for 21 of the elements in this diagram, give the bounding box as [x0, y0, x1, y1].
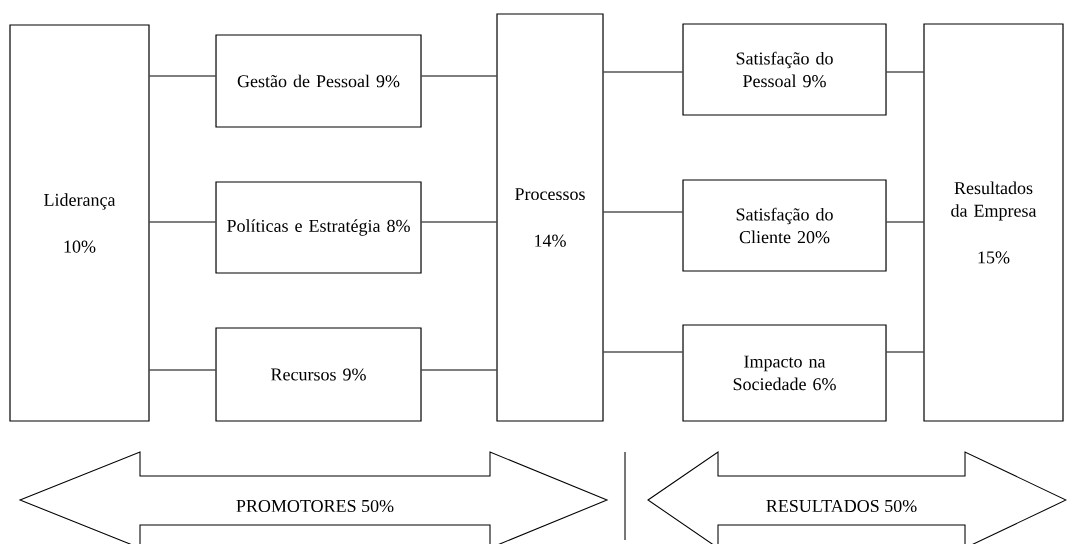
connector-line: [421, 221, 497, 223]
process-box: Satisfação do Cliente 20%: [682, 179, 887, 272]
connector-line: [421, 369, 497, 371]
connector-line: [886, 221, 924, 223]
process-box: Satisfação do Pessoal 9%: [682, 23, 887, 116]
connector-line: [421, 75, 497, 77]
process-box: Liderança 10%: [9, 24, 150, 422]
process-box: Gestão de Pessoal 9%: [215, 34, 422, 128]
connector-line: [149, 221, 216, 223]
connector-line: [886, 351, 924, 353]
process-box: Políticas e Estratégia 8%: [215, 181, 422, 274]
connector-line: [603, 211, 683, 213]
process-box: Impacto na Sociedade 6%: [682, 324, 887, 422]
connector-line: [603, 71, 683, 73]
connector-line: [603, 351, 683, 353]
process-box: Resultados da Empresa 15%: [923, 23, 1064, 422]
connector-line: [149, 369, 216, 371]
connector-line: [149, 75, 216, 77]
process-box: Processos 14%: [496, 13, 604, 422]
process-box: Recursos 9%: [215, 327, 422, 422]
connector-line: [886, 71, 924, 73]
